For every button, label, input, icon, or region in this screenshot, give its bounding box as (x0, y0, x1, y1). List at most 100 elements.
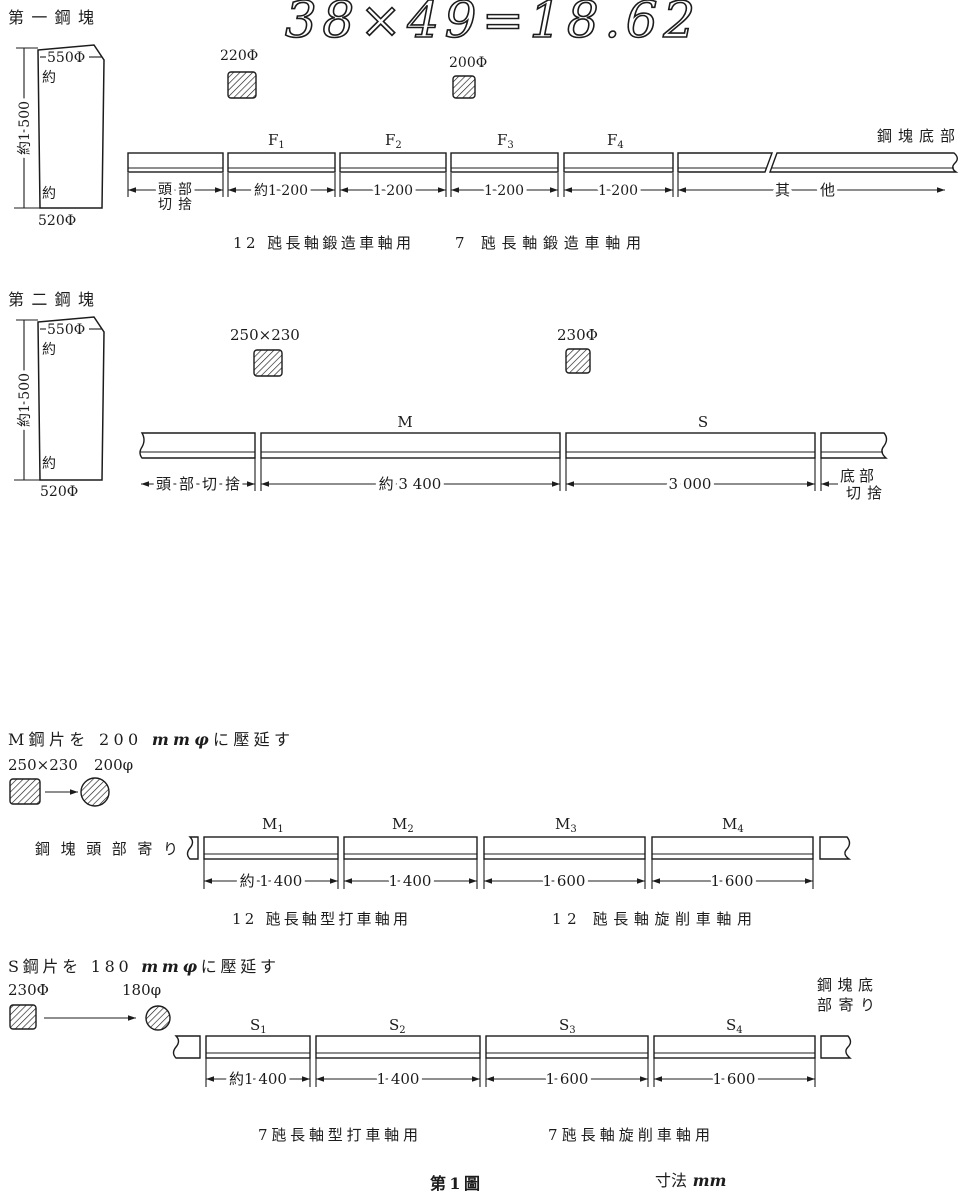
piece-letter: F (385, 131, 395, 149)
piece-subscript: 2 (395, 140, 401, 151)
piece-subscript: 1 (277, 824, 283, 835)
unit-note-unit: mm (687, 1171, 726, 1190)
dim-length-f1: 約1 200 (254, 183, 308, 199)
segment-f1 (227, 152, 336, 173)
piece-subscript: 2 (399, 1025, 405, 1036)
piece-letter: S (250, 1016, 260, 1034)
segment-other-b (768, 152, 959, 173)
unit-note: 寸法 mm (655, 1171, 726, 1190)
segment-s3 (485, 1035, 649, 1059)
piece-label-m3: M3 (555, 815, 577, 835)
segment-s4 (653, 1035, 816, 1059)
bar-3-dimensions: 約 1 400 1 400 1 600 1 600 (203, 859, 814, 894)
ingot-2-height: 約1 500 (17, 373, 33, 427)
figure-label: 第 1 圖 (430, 1174, 480, 1193)
piece-letter: S (559, 1016, 569, 1034)
caption-7t-forged: 7 瓲長軸鍛造車軸用 (455, 234, 641, 252)
ingot-1-outline (37, 44, 105, 209)
ingot-1-bottom-approx: 約 (42, 186, 56, 202)
piece-label-m2: M2 (392, 815, 414, 835)
segment-s (565, 432, 816, 459)
unit-note-label: 寸法 (655, 1171, 687, 1190)
caption-7t-turned: 7瓲長軸旋削車軸用 (548, 1126, 710, 1144)
ingot-1-top-approx: 約 (42, 70, 56, 86)
bar-3-segments (186, 836, 852, 860)
ingot-2-bottom-diameter: 520Φ (40, 484, 78, 500)
piece-label-m: M (397, 413, 412, 431)
ingot-bottom-side-line1: 鋼塊底 (817, 976, 873, 994)
segment-m3 (483, 836, 646, 860)
dim-length-s3: 1 600 (546, 1070, 589, 1088)
piece-letter: S (726, 1016, 736, 1034)
piece-label-f3: F3 (497, 131, 514, 151)
piece-subscript: 3 (507, 140, 513, 151)
dim-length-s2: 1 400 (377, 1070, 420, 1088)
ingot-1-top-diameter: 550Φ (47, 50, 85, 66)
piece-letter: F (497, 131, 507, 149)
segment-m (260, 432, 561, 459)
ingot-bottom-side-line2: 部寄り (817, 996, 875, 1014)
caption-12t-forged: 12 瓲長軸鍛造車軸用 (233, 234, 411, 252)
piece-label-s1: S1 (250, 1016, 267, 1036)
m-to-section: 200φ (94, 756, 133, 774)
piece-subscript: 1 (260, 1025, 266, 1036)
piece-letter: M (262, 815, 277, 833)
piece-label-m4: M4 (722, 815, 744, 835)
section-s-diameter: 230Φ (557, 326, 598, 344)
dim-length-s1: 約1 400 (229, 1070, 287, 1088)
title-prefix: M鋼片を 200 (8, 730, 148, 749)
ingot-2-outline (37, 316, 105, 481)
ingot-2-sketch: 550Φ 約 約1 500 約 520Φ (14, 316, 105, 500)
segment-f2 (339, 152, 447, 173)
piece-subscript: 4 (617, 140, 623, 151)
piece-label-s4: S4 (726, 1016, 743, 1036)
piece-subscript: 4 (737, 824, 743, 835)
section-f-diameter: 220Φ (220, 48, 258, 64)
m-from-section: 250×230 (8, 756, 78, 774)
piece-letter: F (607, 131, 617, 149)
segment-m1 (203, 836, 339, 860)
piece-label-s3: S3 (559, 1016, 576, 1036)
ingot-1-height: 約1 500 (17, 101, 33, 155)
ingot-2-top-approx: 約 (42, 342, 56, 358)
piece-label-f1: F1 (268, 131, 285, 151)
s-to-section: 180φ (122, 981, 161, 999)
piece-label-m1: M1 (262, 815, 284, 835)
piece-subscript: 3 (570, 824, 576, 835)
title-unit: mmφ (152, 730, 209, 749)
bar-1-dimensions: 頭部 切捨 約1 200 1 200 1 200 1 200 其 他 (127, 173, 945, 213)
caption-12t-die-forged: 12 瓲長軸型打車軸用 (232, 910, 408, 928)
piece-letter: M (555, 815, 570, 833)
dim-length-m1: 約 1 400 (240, 872, 303, 890)
dim-other: 其 他 (775, 181, 835, 199)
piece-letter: M (392, 815, 407, 833)
ingot-1-bottom-diameter: 520Φ (38, 213, 76, 229)
s-to-hatched-circle (145, 1005, 171, 1031)
segment-s2 (315, 1035, 481, 1059)
segment-head-stub (172, 1035, 201, 1059)
dim-length-m: 約 3 400 (379, 475, 442, 493)
handwritten-calculation: 38×49=18.62 (285, 0, 695, 49)
segment-head-cut (127, 152, 224, 173)
dim-length-m3: 1 600 (543, 872, 586, 890)
segment-f4 (563, 152, 674, 173)
caption-7t-die-forged: 7瓲長軸型打車軸用 (258, 1126, 418, 1144)
piece-letter: M (722, 815, 737, 833)
dim-length-f3: 1 200 (484, 183, 524, 199)
bar-1-segments (127, 152, 959, 173)
piece-label-s2: S2 (389, 1016, 406, 1036)
bar-4-segments (172, 1035, 852, 1059)
segment-bottom-cut (820, 432, 888, 459)
piece-label-f2: F2 (385, 131, 402, 151)
dim-length-m2: 1 400 (389, 872, 432, 890)
section-m-size: 250×230 (230, 326, 300, 344)
segment-tail-stub (819, 836, 852, 860)
s-from-section: 230Φ (8, 981, 49, 999)
dim-length-m4: 1 600 (711, 872, 754, 890)
bar-2-segments (139, 432, 888, 459)
bar-4-dimensions: 約1 400 1 400 1 600 1 600 (205, 1058, 816, 1092)
m-to-hatched-circle (80, 777, 110, 807)
piece-letter: S (389, 1016, 399, 1034)
